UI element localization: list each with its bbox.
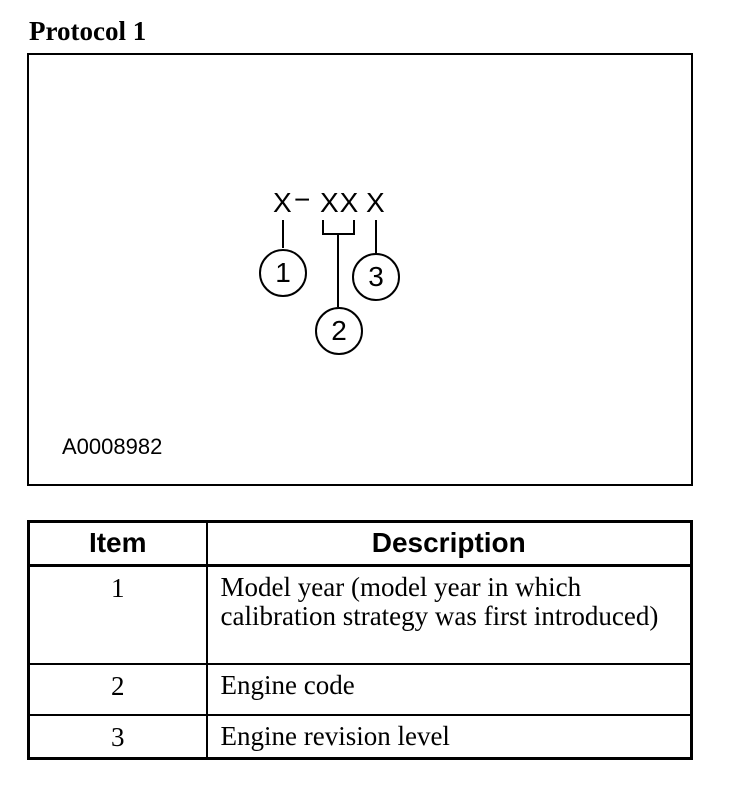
connector-line-item3 xyxy=(375,220,377,253)
header-description: Description xyxy=(205,520,693,567)
connector-line-item2 xyxy=(337,233,339,307)
code-char-model-year: X xyxy=(273,187,292,218)
callout-circle-2: 2 xyxy=(315,307,363,355)
bracket-right-line xyxy=(353,220,355,235)
bracket-left-line xyxy=(322,220,324,235)
table-row: 2 Engine code xyxy=(27,662,693,716)
callout-number-3: 3 xyxy=(368,261,384,292)
code-dash: − xyxy=(294,184,311,215)
page-title: Protocol 1 xyxy=(29,16,147,46)
description-cell: Engine revision level xyxy=(205,713,693,760)
table-header-row: Item Description xyxy=(27,520,693,567)
code-char-revision: X xyxy=(366,187,385,218)
figure-id-label: A0008982 xyxy=(62,434,163,459)
header-item: Item xyxy=(27,520,208,567)
item-description-table: Item Description 1 Model year (model yea… xyxy=(27,520,693,760)
item-cell: 2 xyxy=(27,662,208,716)
callout-circle-1: 1 xyxy=(259,249,307,297)
callout-circle-3: 3 xyxy=(352,253,400,301)
connector-line-item1 xyxy=(282,220,284,248)
item-cell: 3 xyxy=(27,713,208,760)
code-chars-engine-code: XX xyxy=(320,187,360,218)
calibration-code-diagram-box: X − XX X 1 2 3 A0008982 xyxy=(27,53,693,486)
callout-number-2: 2 xyxy=(331,315,347,346)
table-row: 3 Engine revision level xyxy=(27,713,693,760)
description-cell: Engine code xyxy=(205,662,693,716)
callout-number-1: 1 xyxy=(275,257,291,288)
item-cell: 1 xyxy=(27,564,208,665)
description-cell: Model year (model year in which calibrat… xyxy=(205,564,693,665)
table-row: 1 Model year (model year in which calibr… xyxy=(27,564,693,665)
